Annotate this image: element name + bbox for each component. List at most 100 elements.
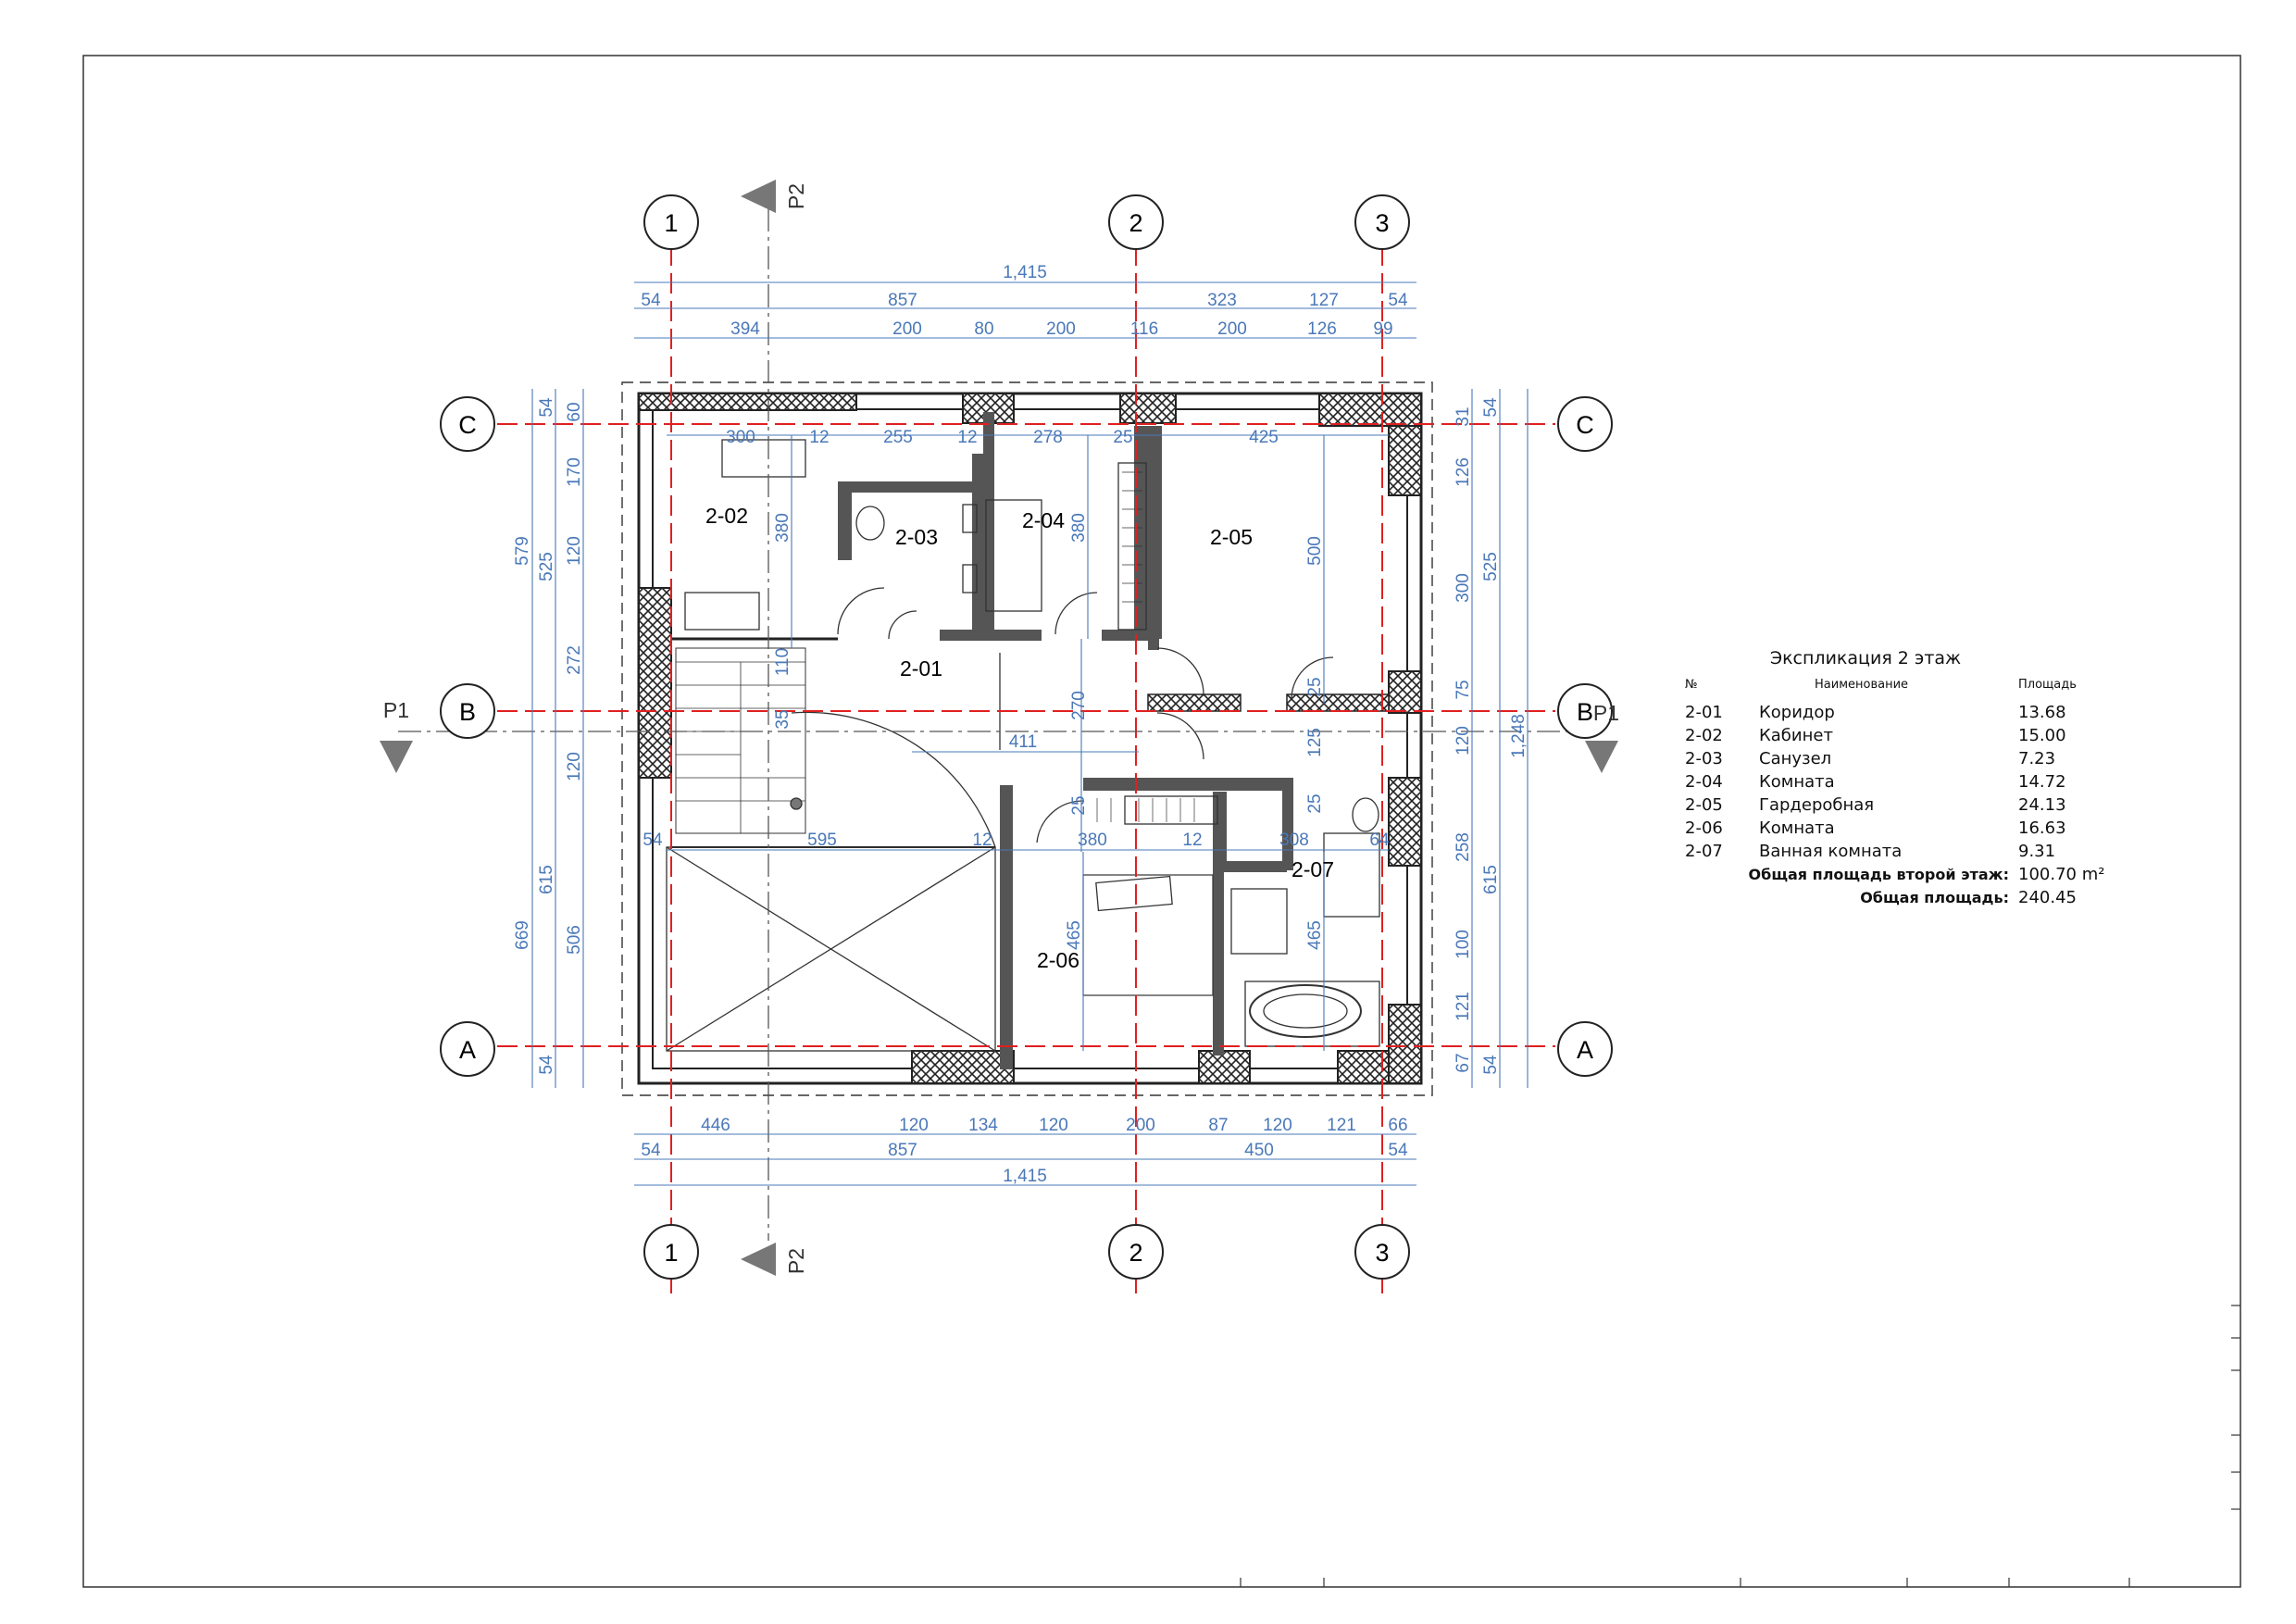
axis-label: 2 [1129, 1239, 1142, 1267]
axis-label: 2 [1129, 209, 1142, 237]
room-area: 7.23 [2018, 749, 2056, 768]
dim-interior: 595 [807, 831, 837, 850]
dim-top: 200 [1046, 319, 1076, 339]
section-label: P1 [1593, 701, 1619, 725]
dim-left: 60 [565, 402, 584, 421]
room-area: 16.63 [2018, 818, 2066, 838]
axis-label: 3 [1375, 1239, 1389, 1267]
section-label: P1 [383, 698, 409, 722]
axis-label: B [459, 698, 476, 726]
room-name: Кабинет [1759, 726, 1833, 745]
axis-bubble-c-right: C [1557, 396, 1613, 452]
room-number: 2-06 [1685, 818, 1723, 838]
axis-label: C [1576, 411, 1594, 439]
section-lines [398, 208, 1602, 1241]
sheet-frame [82, 55, 2241, 1588]
axis-bubble-2-bottom: 2 [1108, 1224, 1164, 1280]
axis-label: A [459, 1036, 476, 1064]
room-label: 2-07 [1292, 857, 1334, 881]
room-label: 2-01 [900, 656, 942, 681]
room-name: Коридор [1759, 703, 1835, 722]
dim-bottom: 121 [1327, 1116, 1356, 1135]
dim-bottom: 134 [968, 1116, 998, 1135]
total-floor-row: Общая площадь второй этаж: 100.70 m² [1685, 863, 2129, 886]
axis-label: A [1577, 1036, 1593, 1064]
roof-outline [621, 381, 1433, 1096]
room-number: 2-03 [1685, 749, 1723, 768]
header-name: Наименование [1815, 678, 1909, 692]
dim-right: 54 [1481, 397, 1501, 418]
section-markers: P2 P2 P1 P1 [380, 180, 1619, 1276]
room-label: 2-02 [705, 504, 748, 528]
dim-interior: 270 [1069, 691, 1089, 720]
room-labels: 2-02 2-03 2-04 2-05 2-01 2-07 2-06 [705, 504, 1334, 972]
schedule-header: № Наименование Площадь [1685, 678, 2129, 692]
dim-interior: 380 [1069, 513, 1089, 543]
axis-label: C [458, 411, 477, 439]
dimension-lines [531, 281, 1529, 1186]
dim-interior: 308 [1279, 831, 1309, 850]
schedule-row: 2-07 Ванная комната 9.31 [1685, 840, 2129, 863]
dim-right-total: 1,248 [1509, 714, 1529, 758]
dim-interior: 255 [883, 428, 913, 447]
dim-bottom: 87 [1208, 1116, 1228, 1135]
section-label: P2 [784, 183, 808, 209]
section-arrow-icon [1585, 741, 1618, 773]
dim-bottom: 120 [1263, 1116, 1292, 1135]
dim-interior: 300 [726, 428, 755, 447]
dim-interior: 12 [1182, 831, 1202, 850]
axis-label: 1 [664, 209, 678, 237]
dim-interior: 12 [972, 831, 992, 850]
dim-interior: 54 [643, 831, 663, 850]
room-label: 2-03 [895, 525, 938, 549]
schedule-row: 2-04 Комната 14.72 [1685, 770, 2129, 793]
total-floor-value: 100.70 m² [2018, 865, 2105, 884]
dim-bottom: 450 [1244, 1141, 1274, 1160]
dim-bottom: 54 [641, 1141, 661, 1160]
dim-left: 54 [537, 397, 556, 418]
dim-interior: 278 [1033, 428, 1063, 447]
stairs-and-furniture [666, 439, 1380, 1052]
room-name: Комната [1759, 818, 1835, 838]
dim-bottom: 857 [888, 1141, 917, 1160]
dim-interior: 380 [773, 513, 792, 543]
axis-bubble-3-top: 3 [1354, 194, 1410, 250]
room-label: 2-05 [1210, 525, 1253, 549]
total-row: Общая площадь: 240.45 [1685, 886, 2129, 909]
axis-bubble-a-right: A [1557, 1021, 1613, 1077]
total-floor-label: Общая площадь второй этаж: [1748, 866, 2009, 883]
dim-right: 121 [1454, 992, 1473, 1021]
dim-top: 116 [1130, 319, 1158, 339]
dim-top: 127 [1309, 291, 1339, 310]
room-schedule: Экспликация 2 этаж № Наименование Площад… [1685, 648, 2129, 909]
dim-right: 120 [1454, 726, 1473, 756]
dim-bottom: 54 [1388, 1141, 1408, 1160]
room-number: 2-07 [1685, 842, 1723, 861]
dim-left: 170 [565, 457, 584, 487]
schedule-row: 2-01 Коридор 13.68 [1685, 701, 2129, 724]
section-label: P2 [784, 1248, 808, 1274]
dim-left: 120 [565, 536, 584, 566]
axis-label: 3 [1375, 209, 1389, 237]
dim-interior: 25 [1113, 428, 1132, 447]
dim-right: 615 [1481, 865, 1501, 894]
axis-bubble-c-left: C [440, 396, 495, 452]
dim-interior: 35 [773, 709, 792, 729]
dim-top-total: 1,415 [1003, 263, 1047, 282]
room-name: Гардеробная [1759, 795, 1875, 815]
room-label: 2-04 [1022, 508, 1065, 532]
room-area: 9.31 [2018, 842, 2056, 861]
axis-bubble-a-left: A [440, 1021, 495, 1077]
dim-bottom: 200 [1126, 1116, 1155, 1135]
dim-left: 579 [513, 536, 532, 566]
room-number: 2-02 [1685, 726, 1723, 745]
dim-bottom: 446 [701, 1116, 730, 1135]
grid-lines [497, 245, 1555, 1296]
dim-right: 258 [1454, 832, 1473, 862]
room-area: 13.68 [2018, 703, 2066, 722]
dim-interior: 110 [773, 648, 792, 676]
dim-top: 80 [974, 319, 993, 339]
schedule-row: 2-05 Гардеробная 24.13 [1685, 793, 2129, 817]
dim-interior: 465 [1305, 920, 1325, 950]
title-block-ticks [1240, 1305, 2240, 1587]
